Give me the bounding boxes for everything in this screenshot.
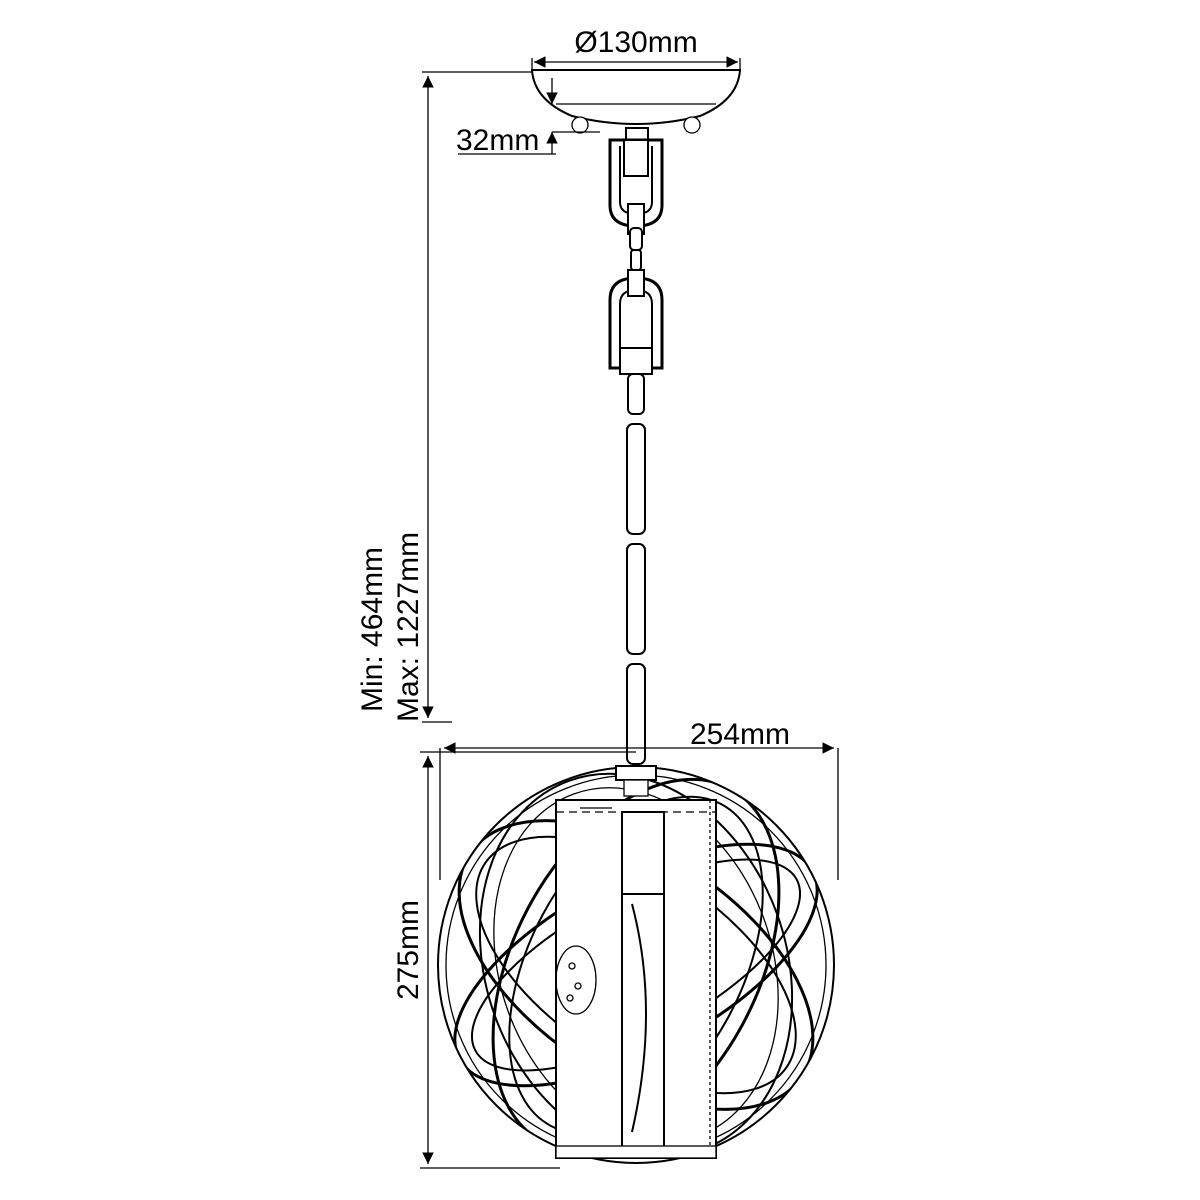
shade-top-cap <box>580 765 672 809</box>
canopy-height-dimension: 32mm <box>456 78 600 157</box>
overall-drop-dimension: Min: 464mm Max: 1227mm <box>356 71 532 723</box>
shade-width-dimension: 254mm <box>439 718 839 880</box>
min-drop-label: Min: 464mm <box>356 547 389 712</box>
shade-height-dimension: 275mm <box>392 751 636 1169</box>
lower-shackle <box>608 269 664 375</box>
top-shackle <box>608 138 664 235</box>
chain-segments <box>626 373 646 765</box>
shade-height-label: 275mm <box>392 900 425 1000</box>
canopy-height-label: 32mm <box>456 124 539 157</box>
chain-connector <box>629 227 643 271</box>
canopy-diameter-label: Ø130mm <box>574 26 697 59</box>
shade-width-label: 254mm <box>690 718 790 751</box>
canopy-diameter-dimension: Ø130mm <box>531 26 741 70</box>
max-drop-label: Max: 1227mm <box>392 532 425 722</box>
ceiling-canopy <box>530 69 742 151</box>
lamp-holder <box>555 799 717 1159</box>
